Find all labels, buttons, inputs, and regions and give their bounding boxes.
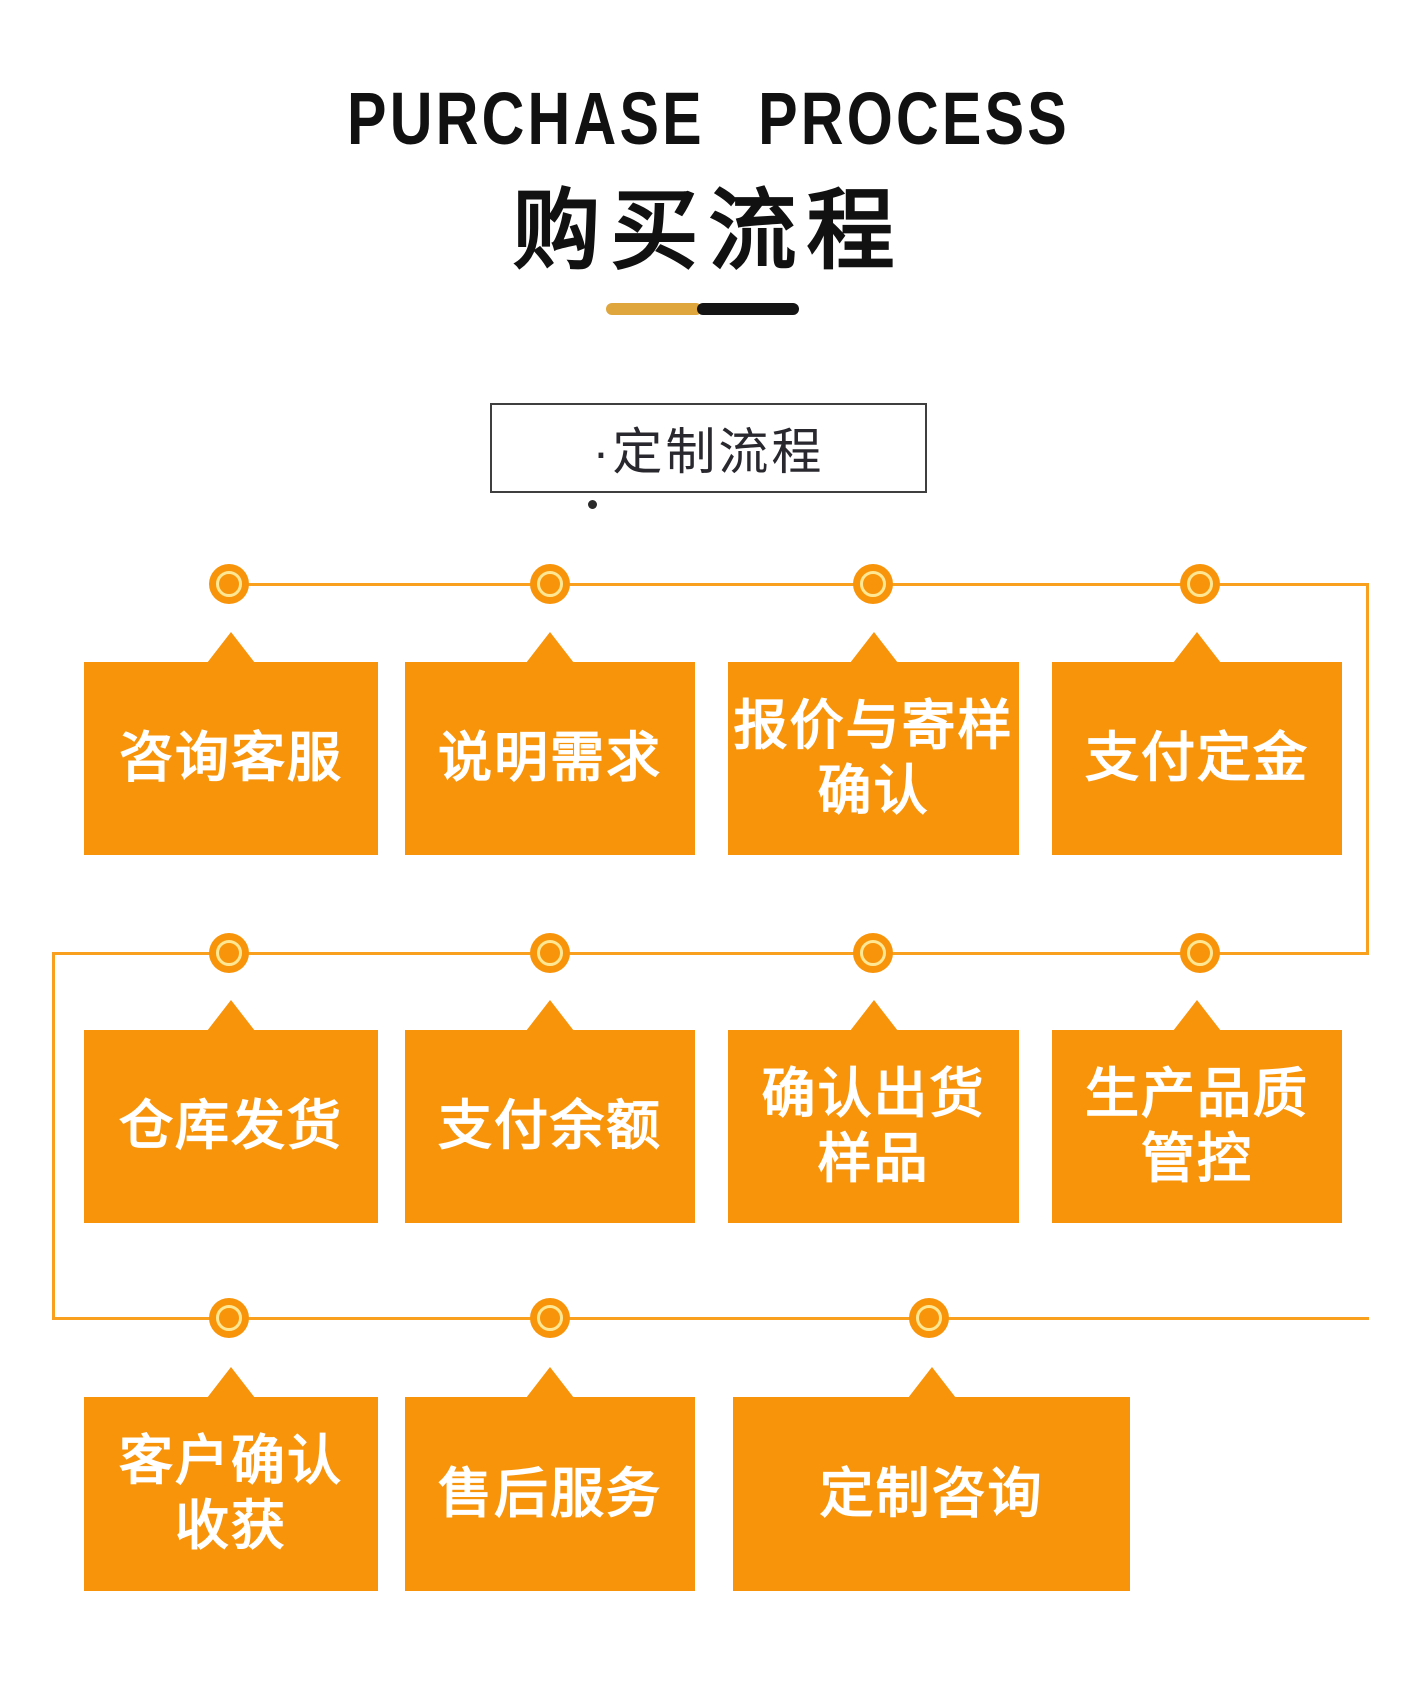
step-box-customer-confirm-receipt: 客户确认 收获: [84, 1367, 378, 1591]
timeline-node-icon: [209, 933, 249, 973]
step-label: 生产品质 管控: [1085, 1063, 1309, 1189]
connector-line-row2: [52, 952, 1369, 955]
bullet-dot: [588, 500, 597, 509]
pointer-up-icon: [526, 1000, 574, 1031]
connector-line-right: [1366, 583, 1369, 955]
pointer-up-icon: [1173, 632, 1221, 663]
connector-line-row1: [229, 583, 1369, 586]
step-box-pay-deposit: 支付定金: [1052, 632, 1342, 855]
pointer-up-icon: [207, 1367, 255, 1398]
timeline-node-icon: [530, 933, 570, 973]
pointer-up-icon: [849, 1000, 898, 1031]
pointer-up-icon: [849, 632, 898, 663]
step-box-quote-sample-confirm: 报价与寄样 确认: [728, 632, 1019, 855]
timeline-node-icon: [909, 1298, 949, 1338]
step-label: 售后服务: [438, 1463, 662, 1524]
timeline-node-icon: [209, 1298, 249, 1338]
step-label: 支付定金: [1085, 728, 1309, 789]
step-box-quality-control: 生产品质 管控: [1052, 1000, 1342, 1223]
step-box-pay-balance: 支付余额: [405, 1000, 695, 1223]
step-label: 支付余额: [438, 1096, 662, 1157]
pointer-up-icon: [207, 632, 255, 663]
step-label: 咨询客服: [119, 728, 343, 789]
divider-black-segment: [697, 303, 799, 315]
step-box-custom-consult: 定制咨询: [733, 1367, 1130, 1591]
page-title-chinese: 购买流程: [512, 181, 905, 280]
pointer-up-icon: [526, 632, 574, 663]
pointer-up-icon: [526, 1367, 574, 1398]
step-box-confirm-shipment-sample: 确认出货 样品: [728, 1000, 1019, 1223]
page-title: PURCHASE PROCESS: [347, 77, 1070, 160]
timeline-node-icon: [530, 1298, 570, 1338]
timeline-node-icon: [209, 564, 249, 604]
connector-line-left: [52, 952, 55, 1320]
title-divider: [606, 303, 799, 315]
step-label: 确认出货 样品: [761, 1063, 986, 1189]
timeline-node-icon: [853, 933, 893, 973]
step-label: 仓库发货: [119, 1096, 343, 1157]
pointer-up-icon: [1173, 1000, 1221, 1031]
step-box-warehouse-ship: 仓库发货: [84, 1000, 378, 1223]
divider-gold-segment: [606, 303, 702, 315]
section-label-box: ·定制流程: [490, 403, 927, 493]
timeline-node-icon: [1180, 933, 1220, 973]
step-label: 报价与寄样 确认: [733, 695, 1014, 821]
section-label: ·定制流程: [592, 424, 825, 480]
step-label: 客户确认 收获: [119, 1431, 343, 1556]
connector-line-row3: [52, 1317, 1369, 1320]
step-box-consult-service: 咨询客服: [84, 632, 378, 855]
timeline-node-icon: [530, 564, 570, 604]
step-box-explain-needs: 说明需求: [405, 632, 695, 855]
step-box-after-sales: 售后服务: [405, 1367, 695, 1591]
timeline-node-icon: [853, 564, 893, 604]
pointer-up-icon: [907, 1367, 956, 1398]
timeline-node-icon: [1180, 564, 1220, 604]
step-label: 说明需求: [438, 728, 662, 789]
step-label: 定制咨询: [819, 1463, 1044, 1524]
pointer-up-icon: [207, 1000, 255, 1031]
